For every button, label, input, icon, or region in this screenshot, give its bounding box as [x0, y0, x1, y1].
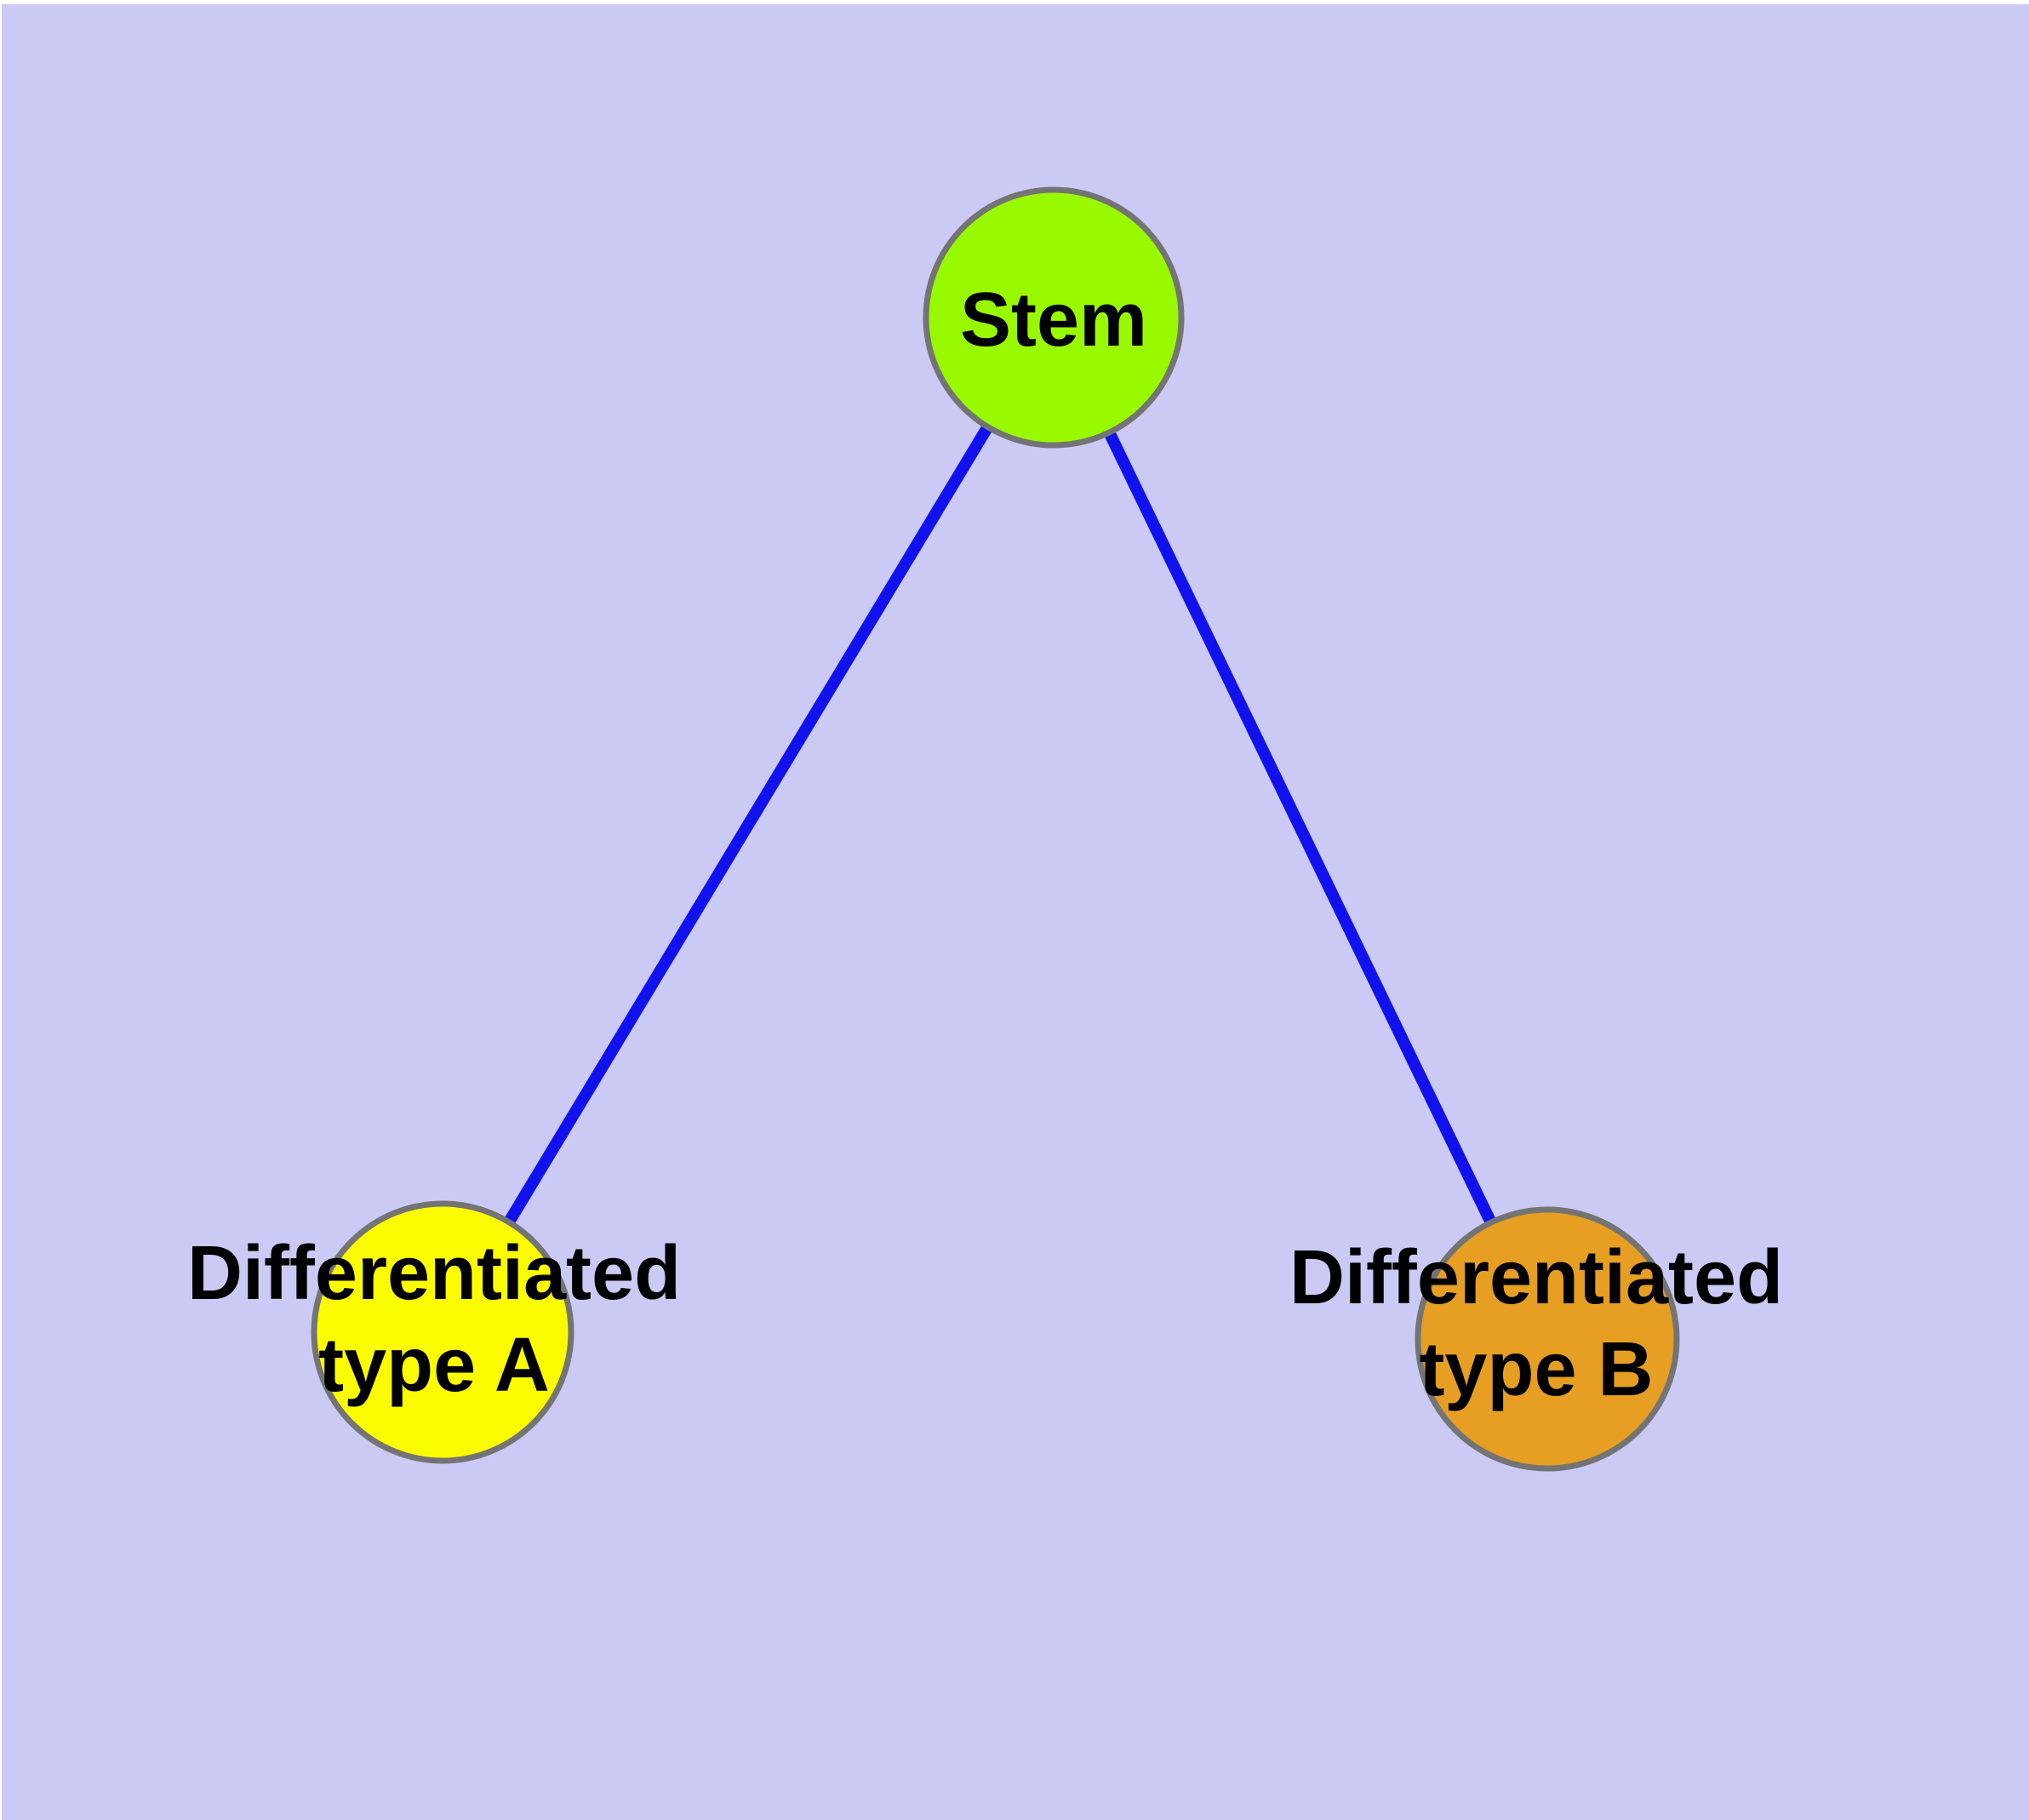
edge-stem-to-type-b: [1048, 314, 1553, 1342]
node-differentiated-type-b-label-line1: Differentiated: [1289, 1235, 1784, 1320]
node-stem-circle: [923, 186, 1185, 449]
node-differentiated-type-a-label: Differentiated type A: [187, 1228, 681, 1411]
node-differentiated-type-a-label-line1: Differentiated: [186, 1231, 682, 1316]
edge-stem-to-type-a: [437, 314, 1059, 1336]
node-differentiated-type-a-label-line2: type A: [318, 1323, 550, 1408]
node-differentiated-type-a-circle: [311, 1200, 574, 1464]
node-differentiated-type-b-label: Differentiated type B: [1289, 1232, 1783, 1416]
node-stem-label: Stem: [959, 278, 1148, 363]
node-differentiated-type-b-circle: [1415, 1206, 1680, 1472]
node-differentiated-type-b-label-line2: type B: [1419, 1327, 1654, 1412]
